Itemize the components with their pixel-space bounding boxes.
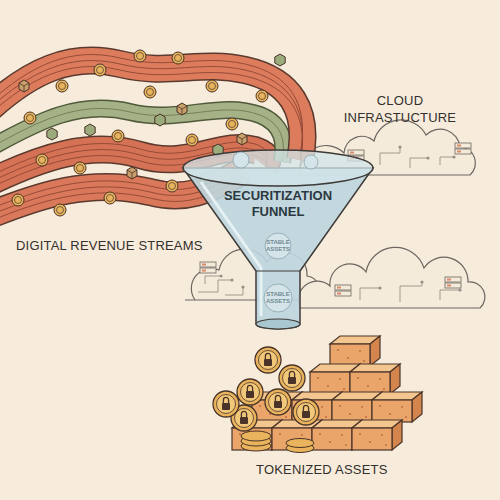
brick-stack [232,336,422,450]
floating-coins-part [74,162,86,174]
floating-coins-part [172,52,184,64]
stream-band [0,55,303,166]
circuit-dots-part [230,278,233,281]
floating-coins-part [127,167,137,179]
coin-pile-part [265,389,291,415]
circuit-dots-part [219,274,222,277]
floating-coins-part [12,194,24,206]
floating-coins-part [112,130,124,142]
coin-label: STABLE ASSETS [263,291,293,304]
coin-pile-part [213,391,239,417]
region-label: DIGITAL REVENUE STREAMS [16,237,203,254]
floating-coins-part [54,204,66,216]
floating-coins-part [104,192,116,204]
stream-band-part [0,61,303,160]
brick-stack-part [352,420,402,450]
floating-coins-part [226,118,238,130]
stable-coin [264,284,292,312]
circuit-dots-part [458,288,461,291]
floating-coins-part [206,80,218,92]
circuit-dots-part [378,286,381,289]
coin-pile-part [255,347,281,373]
coin-stack-part [286,439,314,448]
brick-stack-part [372,392,422,422]
illustration-part [335,285,351,296]
node-title: SECURITIZATION FUNNEL [181,188,375,220]
floating-coins-part [166,180,178,192]
floating-coins-part [237,133,247,145]
funnel-spout [256,319,300,329]
circuit-dots-part [241,285,244,288]
floating-coins-part [134,50,146,62]
circuit-trace [198,276,243,295]
circuit-dots-part [426,156,429,159]
coin-stack-part [241,431,271,441]
funnel-rim [183,150,373,186]
coin-pile-part [293,399,319,425]
floating-coins-part [94,64,106,76]
brick-stack-part [330,336,380,366]
floating-coins-part [24,112,36,124]
circuit-dots-part [420,280,423,283]
region-label: CLOUD INFRASTUCTURE [335,92,465,126]
stream-band-part [0,61,303,160]
circuit-dots-part [398,145,401,148]
floating-coins-part [36,154,48,166]
coin-stack [241,431,314,453]
floating-coins-part [177,103,187,115]
floating-coins-part [56,80,68,92]
coin-pile-part [237,379,263,405]
brick-stack-part [350,364,400,394]
stable-coin [233,152,249,168]
coin-pile [213,347,319,453]
illustration-part [455,143,471,154]
circuit-trace [380,147,454,168]
circuit-dots-part [452,155,455,158]
floating-coins-part [85,124,95,136]
coin-label: STABLE ASSETS [263,239,293,252]
funnel-neck [256,271,300,272]
coin-pile-part [279,365,305,391]
stream-band-part [0,55,303,154]
floating-coins-part [186,134,198,146]
floating-coins-part [275,54,285,66]
floating-coins-part [144,86,156,98]
floating-coins-part [19,80,29,92]
floating-coins-part [256,90,268,102]
cloud-shape [298,247,485,308]
stream-band-part [0,61,303,160]
illustration-part [200,262,216,273]
region-label: TOKENIZED ASSETS [256,461,388,478]
stable-coin [304,155,318,169]
floating-coins-part [47,128,57,140]
floating-coins-part [155,114,165,126]
illustration-part [445,277,461,288]
